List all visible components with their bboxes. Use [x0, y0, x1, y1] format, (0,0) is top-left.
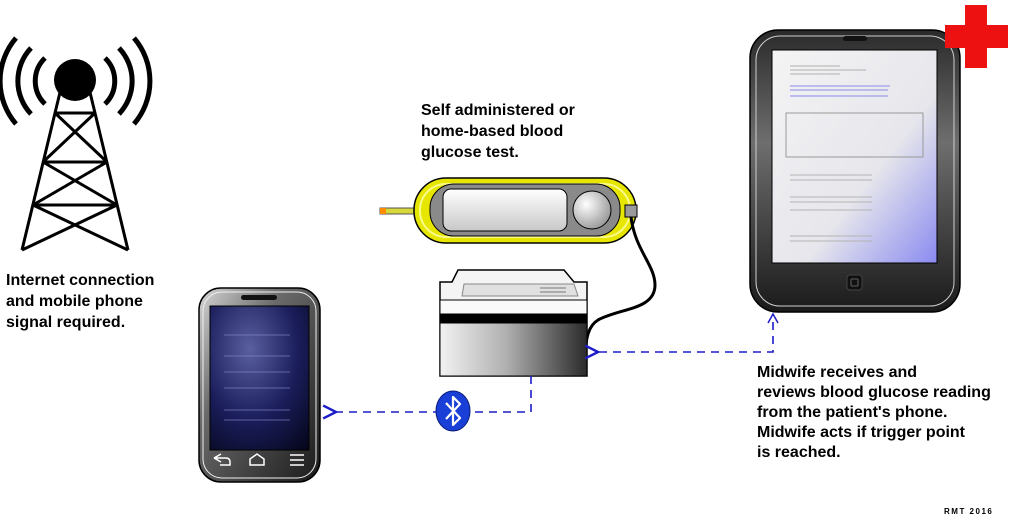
- tower-caption-line: and mobile phone: [6, 293, 143, 310]
- tablet-icon: [749, 29, 961, 313]
- meter-cradle-icon: [439, 269, 588, 377]
- test-caption-line: glucose test.: [421, 144, 519, 161]
- midwife-caption-line: reviews blood glucose reading: [757, 384, 991, 401]
- glucose-meter-icon: [379, 177, 657, 349]
- red-cross-icon: [945, 5, 1008, 68]
- flow-arrow-to-phone: [336, 376, 532, 412]
- midwife-caption-line: is reached.: [757, 444, 841, 461]
- midwife-caption-line: Midwife acts if trigger point: [757, 424, 966, 441]
- midwife-caption: Midwife receives and reviews blood gluco…: [757, 363, 991, 463]
- bluetooth-icon: [435, 390, 471, 432]
- smartphone-icon: [198, 287, 321, 483]
- test-caption-line: Self administered or: [421, 102, 575, 119]
- flow-arrow-to-cradle: [598, 312, 779, 352]
- tower-caption-line: signal required.: [6, 314, 126, 331]
- test-caption-line: home-based blood: [421, 123, 564, 140]
- credit-label: RMT 2016: [944, 507, 993, 516]
- signal-tower-icon: [0, 36, 153, 252]
- midwife-caption-line: from the patient's phone.: [757, 404, 948, 421]
- tower-caption-line: Internet connection: [6, 272, 155, 289]
- test-caption: Self administered or home-based blood gl…: [421, 100, 575, 163]
- tower-caption: Internet connection and mobile phone sig…: [6, 270, 154, 333]
- credit-text: RMT 2016: [944, 507, 994, 516]
- midwife-caption-line: Midwife receives and: [757, 364, 918, 381]
